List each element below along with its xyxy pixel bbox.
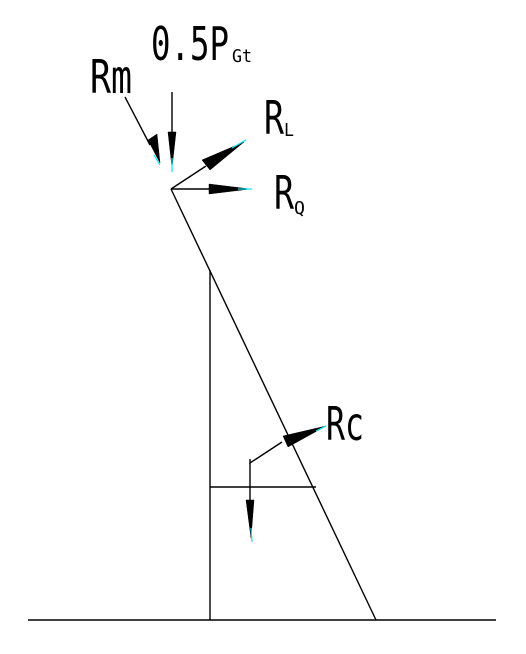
rl-subscript: L [284,120,294,141]
half-load-label: 0.5P [151,17,229,71]
half-load-subscript: Gt [232,46,252,67]
rl-arrow [170,139,247,190]
rc-down-arrow [245,463,255,543]
rq-label: R [274,166,294,220]
rm-arrow [124,96,161,166]
half-load-arrow [167,92,177,172]
rl-label: R [264,91,284,145]
rq-subscript: Q [294,198,305,219]
rc-arrow [249,425,327,465]
inclined-member [170,188,377,621]
rc-label: Rc [326,397,364,451]
rm-label: Rm [90,50,132,104]
rq-arrow [171,183,252,195]
